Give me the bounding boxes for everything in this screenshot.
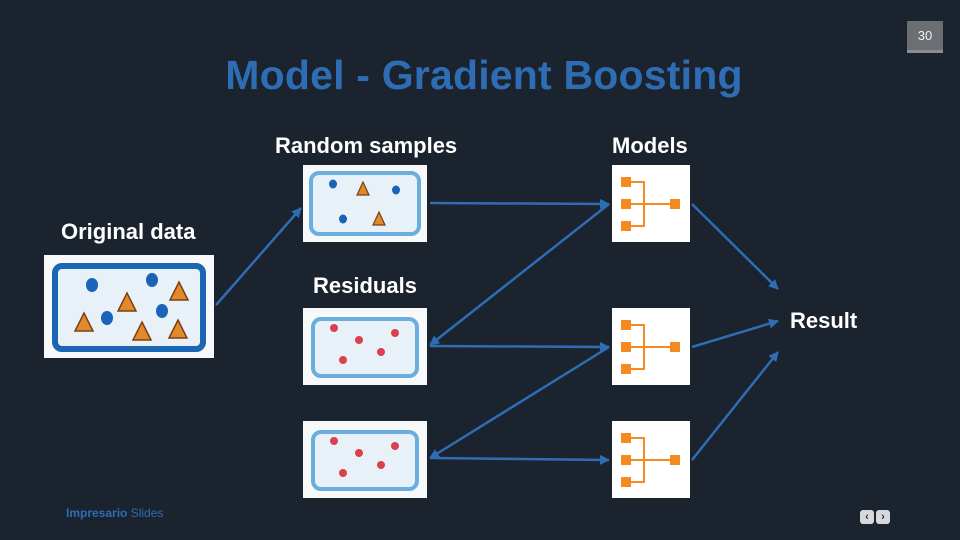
footer-branding: Impresario Slides <box>66 506 163 520</box>
random-samples-card <box>303 165 427 242</box>
label-residuals: Residuals <box>313 273 417 298</box>
footer-brand: Impresario <box>66 506 128 520</box>
arrow-residuals-1-to-model-2 <box>429 341 610 352</box>
arrow-model-3-to-result <box>691 351 779 461</box>
label-models: Models <box>612 133 688 158</box>
tree-icon <box>621 433 680 487</box>
slide-title: Model - Gradient Boosting <box>225 52 743 98</box>
arrow-residuals-2-to-model-3 <box>429 454 610 465</box>
arrow-model-2-to-residuals-2 <box>429 345 610 460</box>
tree-icon <box>621 320 680 374</box>
arrow-model-1-to-residuals-1 <box>429 203 610 346</box>
arrow-model-1-to-result <box>691 203 779 290</box>
arrow-model-2-to-result <box>691 318 779 349</box>
residuals-points-2 <box>330 437 399 477</box>
slide-nav: ‹ › <box>860 510 890 524</box>
residuals-card-2 <box>303 421 427 498</box>
model-tree-1 <box>612 165 690 242</box>
residuals-points-1 <box>330 324 399 364</box>
label-random-samples: Random samples <box>275 133 458 158</box>
prev-slide-icon[interactable]: ‹ <box>860 510 874 524</box>
next-slide-icon[interactable]: › <box>876 510 890 524</box>
page-number: 30 <box>907 21 943 53</box>
footer-product: Slides <box>130 506 164 520</box>
model-tree-3 <box>612 421 690 498</box>
tree-icon <box>621 177 680 231</box>
model-tree-2 <box>612 308 690 385</box>
original-data-points <box>73 273 190 341</box>
arrow-original-to-sample <box>215 207 302 306</box>
label-original-data: Original data <box>61 219 196 244</box>
random-samples-points <box>329 179 400 226</box>
label-result: Result <box>790 308 858 333</box>
arrow-sample-to-model-1 <box>429 198 610 209</box>
residuals-card-1 <box>303 308 427 385</box>
original-data-card <box>44 255 214 358</box>
